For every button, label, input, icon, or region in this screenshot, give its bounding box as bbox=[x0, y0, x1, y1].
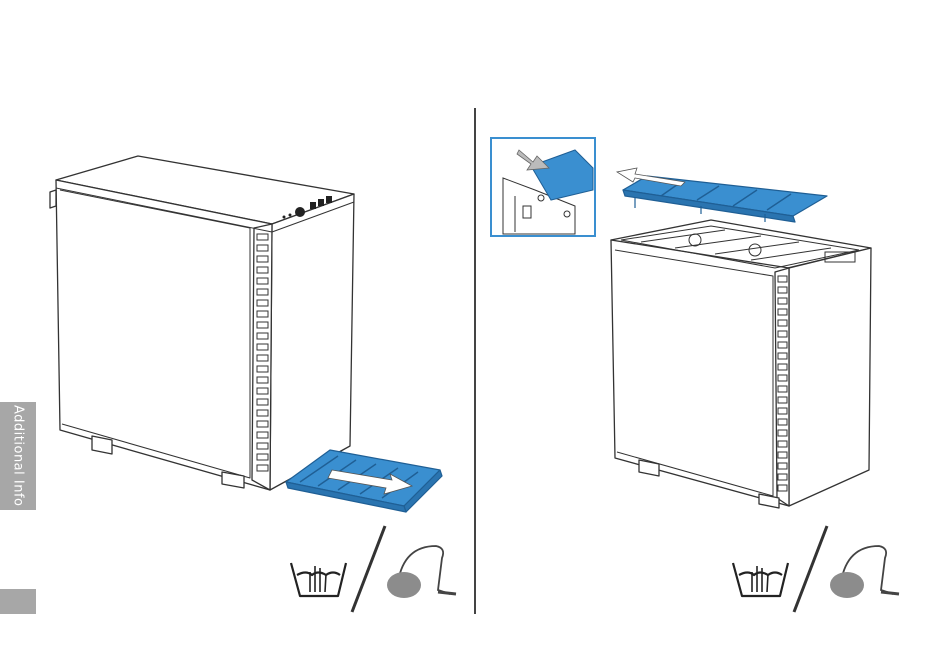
latch-detail-inset bbox=[491, 138, 595, 236]
pc-case-right bbox=[611, 220, 871, 508]
vacuum-cleaner-icon-right bbox=[830, 546, 899, 598]
vacuum-cleaner-icon bbox=[387, 546, 456, 598]
hand-wash-icon-right bbox=[733, 563, 788, 596]
hand-wash-icon bbox=[291, 563, 346, 596]
left-illustration bbox=[0, 0, 475, 670]
right-illustration bbox=[475, 0, 950, 670]
care-slash-right bbox=[794, 526, 827, 612]
care-slash bbox=[352, 526, 385, 612]
top-dust-filter bbox=[623, 176, 827, 222]
pc-case-left bbox=[50, 156, 354, 490]
